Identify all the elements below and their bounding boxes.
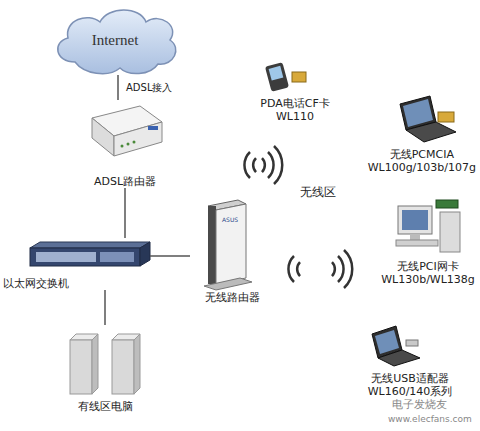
pci-desktop-icon-part	[402, 210, 428, 230]
usb-laptop-icon-part	[406, 340, 418, 346]
pci-desktop-icon-part	[398, 206, 432, 234]
wireless-router-icon-part	[204, 278, 252, 290]
ethernet-switch-icon-part	[30, 242, 150, 248]
network-cable	[150, 255, 190, 257]
link-label: ADSL接入	[124, 82, 174, 94]
adsl-router-icon-part	[121, 145, 124, 148]
watermark: 电子发烧友	[392, 398, 447, 411]
watermark-url: www.elecfans.com	[388, 413, 472, 426]
ethernet-switch-icon-part	[100, 252, 134, 262]
pci-desktop-icon-part	[396, 240, 438, 246]
wireless-waves-part	[338, 256, 344, 282]
usb-laptop-icon-part	[375, 330, 399, 354]
wireless-waves-part	[297, 262, 300, 276]
wireless-router-icon-part	[208, 206, 216, 284]
network-cable	[124, 188, 126, 238]
wireless-waves	[244, 146, 352, 288]
wired-pc-icons-part	[70, 340, 92, 394]
wireless-waves-part	[244, 152, 250, 178]
model-label: WL130b/WL138g	[381, 273, 475, 286]
pcmcia-laptop: 无线PCMCIAWL100g/103b/107g	[366, 88, 478, 174]
adsl-router: ADSL路由器	[70, 100, 180, 188]
pci-desktop-icon	[396, 200, 460, 252]
wireless-router-icon-part	[216, 204, 246, 284]
wired-pc-icons-part	[92, 334, 98, 394]
adsl-router-icon-part	[148, 126, 158, 130]
wired-pc-icons-part	[134, 334, 140, 394]
pda-icon-part	[292, 72, 306, 82]
adsl-router-icon-part	[114, 122, 162, 156]
internet-cloud-part	[58, 10, 176, 74]
device-label: ADSL路由器	[94, 175, 156, 188]
pci-desktop: 无线PCI网卡WL130b/WL138g	[379, 196, 477, 286]
pcmcia-laptop-icon-part	[438, 112, 454, 122]
brand-mark: ASUS	[222, 216, 238, 223]
internet-cloud	[58, 10, 176, 74]
pda-device: PDA电话CF卡WL110	[245, 55, 345, 123]
ethernet-switch: 以太网交换机	[3, 238, 150, 290]
wireless-waves-part	[262, 158, 265, 172]
internet-cloud: Internet	[55, 5, 175, 75]
adsl-router-icon	[92, 106, 162, 156]
ethernet-switch-icon-part	[36, 252, 96, 262]
pcmcia-laptop-icon-part	[403, 99, 433, 127]
wireless-waves-part	[344, 250, 352, 288]
ethernet-switch-icon-part	[140, 242, 150, 266]
zone-label: 无线区	[300, 186, 336, 199]
device-label: 无线USB适配器	[371, 372, 449, 385]
usb-laptop-icon-part	[378, 350, 420, 366]
wired-pcs: 有线区电脑	[55, 325, 155, 413]
model-label: WL100g/103b/107g	[368, 161, 476, 174]
device-label: Internet	[92, 34, 139, 47]
wireless-waves-part	[288, 256, 294, 282]
adsl-router-icon-part	[127, 143, 130, 146]
wired-pc-icons	[70, 334, 140, 394]
adsl-router-icon-part	[92, 118, 114, 156]
device-label: PDA电话CF卡	[260, 97, 329, 110]
wired-pc-icons-part	[112, 340, 134, 394]
device-label: 以太网交换机	[3, 277, 69, 290]
device-label: 无线PCMCIA	[390, 148, 454, 161]
wireless-router: 无线路由器	[190, 196, 274, 304]
network-cable	[104, 290, 106, 325]
device-label: 无线路由器	[205, 291, 260, 304]
model-label: WL110	[276, 110, 314, 123]
device-label: 有线区电脑	[78, 400, 133, 413]
pda-icon	[265, 62, 306, 92]
ethernet-switch-icon	[30, 242, 150, 266]
usb-laptop: 无线USB适配器WL160/140系列	[355, 318, 465, 398]
wireless-waves-part	[332, 262, 335, 276]
pcmcia-laptop-icon-part	[406, 122, 456, 142]
wireless-waves-part	[274, 146, 282, 184]
adsl-router-icon-part	[133, 141, 136, 144]
pcmcia-laptop-icon	[400, 96, 456, 142]
pci-desktop-icon-part	[440, 212, 460, 252]
pda-icon-part	[269, 66, 284, 81]
wireless-waves-part	[268, 152, 274, 178]
ethernet-switch-icon-part	[30, 248, 140, 266]
wireless-router-icon: ASUS	[204, 200, 252, 290]
device-label: 无线PCI网卡	[397, 260, 459, 273]
model-label: WL160/140系列	[368, 385, 453, 398]
network-cable	[117, 75, 119, 100]
wireless-waves-part	[253, 158, 256, 172]
pci-desktop-icon-part	[410, 234, 420, 240]
pda-icon-part	[265, 62, 289, 92]
pci-desktop-icon-part	[436, 200, 458, 208]
usb-laptop-icon	[372, 326, 420, 366]
